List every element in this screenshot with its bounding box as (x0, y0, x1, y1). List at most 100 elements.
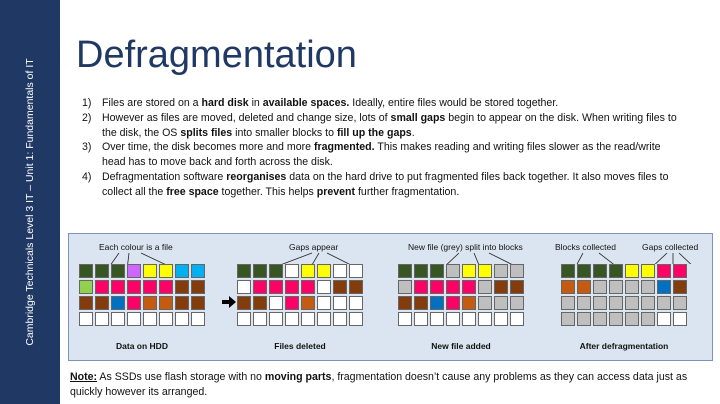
bold-term: moving parts (264, 371, 332, 383)
point-number: 2) (82, 111, 92, 124)
disk-block (478, 280, 492, 294)
disk-block (269, 280, 283, 294)
pointer-lines (110, 252, 692, 264)
disk-block (143, 296, 157, 310)
disk-block (253, 280, 267, 294)
disk-block (237, 296, 251, 310)
disk-block (127, 312, 141, 326)
text-run: further fragmentation. (355, 185, 460, 198)
disk-block (414, 296, 428, 310)
disk-block (577, 280, 591, 294)
disk-block (253, 296, 267, 310)
disk-grid-3 (398, 264, 524, 326)
disk-block (625, 312, 639, 326)
point-text: Over time, the disk becomes more and mor… (102, 140, 687, 170)
disk-block (494, 296, 508, 310)
disk-block (237, 280, 251, 294)
disk-block (430, 280, 444, 294)
disk-block (237, 264, 251, 278)
disk-block (478, 312, 492, 326)
disk-block (494, 280, 508, 294)
point-item: 1) Files are stored on a hard disk in ava… (82, 96, 687, 111)
label-blocks-collected: Blocks collected (555, 242, 616, 252)
point-text: However as files are moved, deleted and … (102, 111, 687, 141)
right-arrow-icon (222, 296, 236, 308)
disk-block (269, 264, 283, 278)
disk-block (95, 312, 109, 326)
disk-grid-4 (561, 264, 687, 326)
bold-term: available spaces. (262, 97, 350, 109)
disk-block (609, 312, 623, 326)
disk-block (577, 264, 591, 278)
disk-block (317, 264, 331, 278)
disk-block (269, 296, 283, 310)
disk-block (657, 264, 671, 278)
disk-block (143, 312, 157, 326)
disk-block (561, 264, 575, 278)
disk-block (398, 296, 412, 310)
disk-block (285, 296, 299, 310)
text-run: . (411, 126, 415, 139)
disk-block (398, 312, 412, 326)
disk-block (95, 296, 109, 310)
point-number: 3) (82, 141, 92, 154)
point-item: 2) However as files are moved, deleted an… (82, 111, 687, 141)
disk-block (510, 264, 524, 278)
disk-block (510, 312, 524, 326)
disk-block (95, 264, 109, 278)
point-number: 1) (82, 97, 92, 109)
disk-block (577, 312, 591, 326)
disk-block (446, 280, 460, 294)
disk-block (657, 296, 671, 310)
point-text: Files are stored on a hard disk in avail… (102, 96, 687, 111)
bold-term: reorganises (226, 170, 287, 183)
disk-block (673, 264, 687, 278)
disk-block (494, 312, 508, 326)
disk-block (111, 280, 125, 294)
disk-block (317, 296, 331, 310)
sidebar-course-title: Cambridge Technicals Level 3 IT – Unit 1… (24, 58, 36, 346)
disk-block (79, 280, 93, 294)
defrag-diagram: Each colour is a file Gaps appear New fi… (68, 233, 713, 361)
disk-block (333, 312, 347, 326)
disk-block (446, 312, 460, 326)
bold-term: hard disk (201, 97, 249, 109)
disk-block (175, 312, 189, 326)
disk-block (430, 264, 444, 278)
disk-block (561, 280, 575, 294)
bold-term: small gaps (390, 111, 446, 124)
disk-block (641, 264, 655, 278)
disk-block (143, 264, 157, 278)
disk-block (175, 280, 189, 294)
disk-block (657, 312, 671, 326)
note-label: Note: (70, 371, 98, 383)
disk-block (253, 312, 267, 326)
text-run: begin to appear on the disk. When writin… (102, 111, 677, 139)
disk-block (349, 296, 363, 310)
disk-block (446, 264, 460, 278)
bold-term: free space (166, 185, 219, 198)
disk-block (593, 280, 607, 294)
disk-block (673, 312, 687, 326)
label-new-file: New file (grey) split into blocks (408, 242, 523, 252)
disk-block (609, 280, 623, 294)
bold-term: fill up the gaps (336, 126, 412, 139)
label-gaps-collected: Gaps collected (642, 242, 699, 252)
point-item: 3) Over time, the disk becomes more and m… (82, 140, 687, 170)
disk-block (625, 264, 639, 278)
disk-block (478, 296, 492, 310)
disk-block (79, 312, 93, 326)
disk-block (577, 296, 591, 310)
bold-term: prevent (316, 185, 356, 198)
text-run: Over time, the disk becomes more and mor… (102, 141, 314, 154)
bold-term: fragmented. (313, 141, 375, 154)
disk-block (111, 312, 125, 326)
disk-block (657, 280, 671, 294)
disk-block (95, 280, 109, 294)
disk-block (253, 264, 267, 278)
label-each-colour: Each colour is a file (99, 242, 173, 252)
disk-block (414, 264, 428, 278)
disk-block (673, 296, 687, 310)
text-run: This makes reading and writing files slo… (102, 141, 661, 169)
disk-block (561, 296, 575, 310)
